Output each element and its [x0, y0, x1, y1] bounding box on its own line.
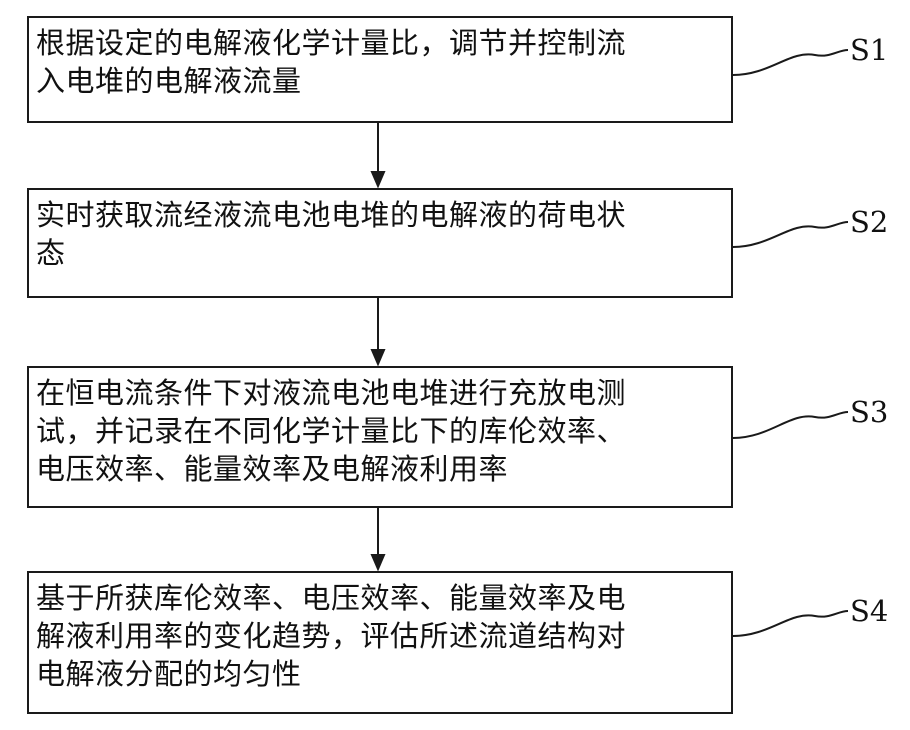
leader-s3 — [733, 412, 848, 438]
leader-s4 — [733, 611, 848, 636]
step-box-s1: 根据设定的电解液化学计量比，调节并控制流 入电堆的电解液流量 — [27, 16, 733, 123]
step-box-s4: 基于所获库伦效率、电压效率、能量效率及电 解液利用率的变化趋势，评估所述流道结构… — [27, 571, 733, 714]
step-label-s2: S2 — [850, 206, 888, 238]
leader-s1 — [733, 50, 848, 75]
step-label-s1: S1 — [850, 34, 888, 66]
step-text-s4: 基于所获库伦效率、电压效率、能量效率及电 解液利用率的变化趋势，评估所述流道结构… — [36, 579, 725, 693]
step-label-s3: S3 — [850, 396, 888, 428]
arrowhead-s2-s3 — [372, 350, 384, 364]
step-label-s4: S4 — [850, 595, 888, 627]
step-text-s2: 实时获取流经液流电池电堆的电解液的荷电状 态 — [36, 196, 725, 272]
arrowhead-s3-s4 — [372, 555, 384, 569]
step-text-s1: 根据设定的电解液化学计量比，调节并控制流 入电堆的电解液流量 — [36, 24, 725, 100]
step-box-s3: 在恒电流条件下对液流电池电堆进行充放电测 试，并记录在不同化学计量比下的库伦效率… — [27, 366, 733, 508]
arrowhead-s1-s2 — [372, 172, 384, 186]
step-box-s2: 实时获取流经液流电池电堆的电解液的荷电状 态 — [27, 188, 733, 298]
leader-s2 — [733, 222, 848, 247]
step-text-s3: 在恒电流条件下对液流电池电堆进行充放电测 试，并记录在不同化学计量比下的库伦效率… — [36, 374, 725, 488]
